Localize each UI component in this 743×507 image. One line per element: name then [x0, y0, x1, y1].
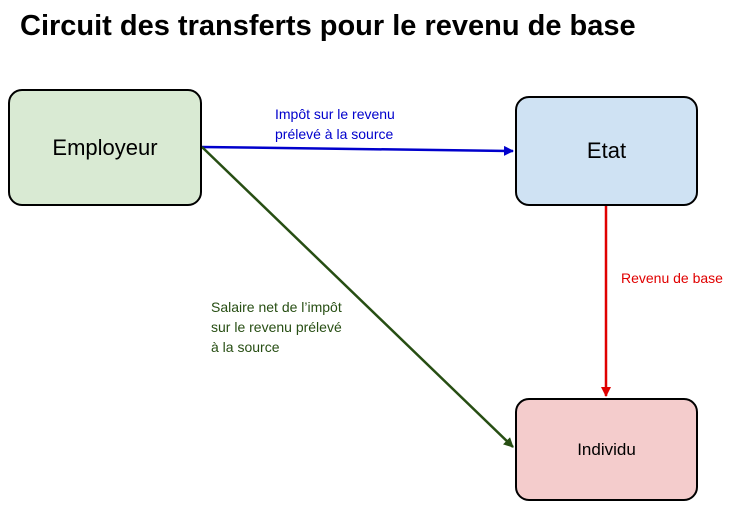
- node-etat-label: Etat: [586, 138, 627, 163]
- node-employeur: Employeur: [8, 89, 202, 206]
- edge-impot-arrow: [201, 145, 514, 156]
- edge-salaire-arrow: [201, 146, 514, 448]
- edge-revenu-label: Revenu de base: [621, 270, 723, 286]
- page-title: Circuit des transferts pour le revenu de…: [20, 10, 636, 42]
- edge-salaire-label: Salaire net de l’impôt sur le revenu pré…: [211, 299, 342, 355]
- node-etat: Etat: [515, 96, 698, 206]
- node-individu: Individu: [515, 398, 698, 501]
- node-employeur-label: Employeur: [52, 134, 158, 160]
- edge-impot-label: Impôt sur le revenu prélevé à la source: [275, 106, 395, 142]
- node-individu-label: Individu: [577, 439, 636, 459]
